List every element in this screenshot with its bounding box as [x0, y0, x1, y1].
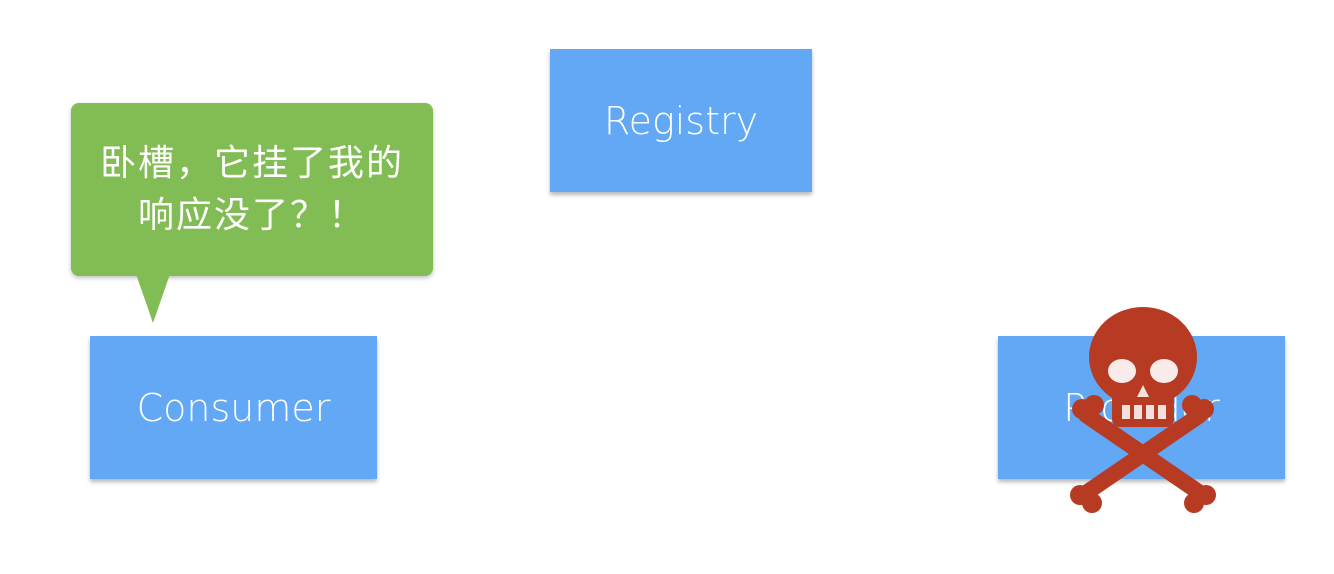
consumer-node: Consumer — [90, 336, 377, 479]
speech-bubble: 卧槽，它挂了我的 响应没了？！ — [71, 103, 433, 276]
speech-bubble-line-1: 卧槽，它挂了我的 — [99, 142, 404, 184]
speech-bubble-tail — [136, 274, 170, 323]
speech-bubble-line-2: 响应没了？！ — [137, 194, 366, 236]
consumer-label: Consumer — [136, 385, 331, 430]
registry-label: Registry — [603, 98, 759, 143]
registry-node: Registry — [550, 49, 812, 192]
crossbones-shape — [1070, 395, 1216, 513]
skull-crossbones-icon — [1070, 307, 1216, 513]
